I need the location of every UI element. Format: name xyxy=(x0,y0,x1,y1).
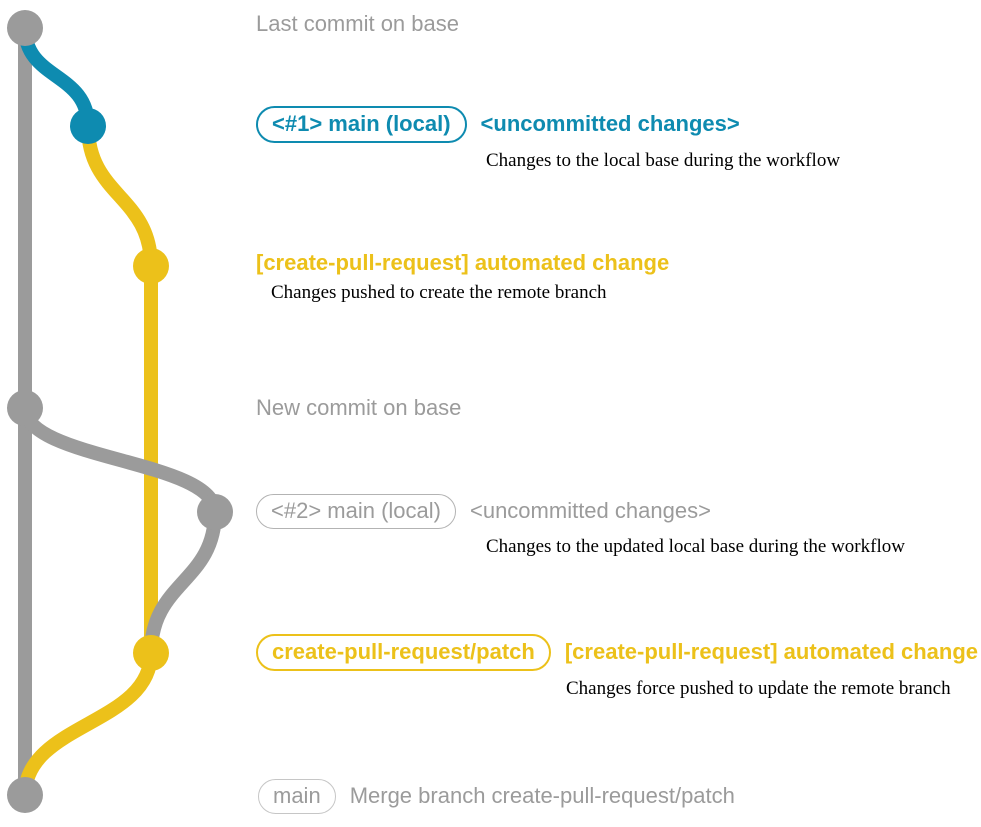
annotation-remote-commit-2: create-pull-request/patch [create-pull-r… xyxy=(256,634,978,700)
node-local-1 xyxy=(70,108,106,144)
commit-message-local-1: <uncommitted changes> xyxy=(480,111,740,137)
branch-pill-create-pull-request-patch[interactable]: create-pull-request/patch xyxy=(256,634,551,672)
branch-pill-main[interactable]: main xyxy=(258,779,336,815)
node-remote-1 xyxy=(133,248,169,284)
commit-description-remote-2: Changes force pushed to update the remot… xyxy=(566,678,951,700)
commit-message-local-2: <uncommitted changes> xyxy=(469,498,711,524)
commit-message-merge: Merge branch create-pull-request/patch xyxy=(349,783,735,809)
commit-description-remote-1: Changes pushed to create the remote bran… xyxy=(271,282,607,304)
node-merge xyxy=(7,777,43,813)
commit-message-remote-2: [create-pull-request] automated change xyxy=(564,639,979,665)
local-2-to-remote-2-line xyxy=(144,505,222,660)
commit-description-local-1: Changes to the local base during the wor… xyxy=(486,150,841,172)
node-local-2 xyxy=(197,494,233,530)
annotation-new-commit-on-base: New commit on base xyxy=(256,395,462,420)
annotation-last-commit-on-base: Last commit on base xyxy=(256,11,459,36)
remote-2-to-merge-line xyxy=(18,646,158,802)
annotation-remote-commit-1: [create-pull-request] automated change C… xyxy=(256,250,670,304)
commit-message-new-commit-on-base: New commit on base xyxy=(256,395,462,420)
annotation-merge-commit: main Merge branch create-pull-request/pa… xyxy=(258,779,735,815)
annotation-local-commit-1: <#1> main (local) <uncommitted changes> … xyxy=(256,106,840,172)
branch-pill-main-local-2[interactable]: <#2> main (local) xyxy=(256,494,456,530)
node-base-top xyxy=(7,10,43,46)
annotation-local-commit-2: <#2> main (local) <uncommitted changes> … xyxy=(256,494,905,558)
commit-message-last-commit-on-base: Last commit on base xyxy=(256,11,459,36)
commit-description-local-2: Changes to the updated local base during… xyxy=(486,536,905,558)
node-remote-2 xyxy=(133,635,169,671)
branch-pill-main-local-1[interactable]: <#1> main (local) xyxy=(256,106,467,144)
node-base-new xyxy=(7,390,43,426)
commit-message-remote-1: [create-pull-request] automated change xyxy=(256,250,670,275)
base-to-local-2-line xyxy=(18,401,222,519)
